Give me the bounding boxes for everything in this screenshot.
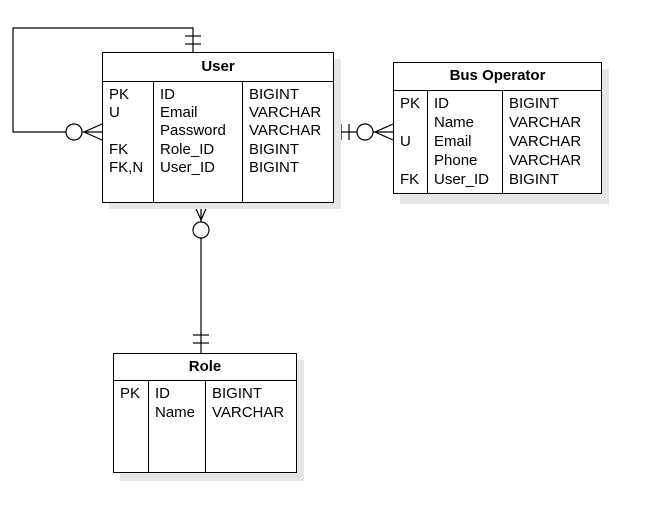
user-busop-crowfoot-bottom [374, 131, 394, 141]
user-busop-crowfoot-top [374, 123, 394, 133]
entity-role-type-column: BIGINT VARCHAR [206, 381, 296, 472]
user-key-5: FK,N [109, 159, 144, 176]
user-key-2: U [109, 104, 120, 121]
busop-type-2: VARCHAR [509, 114, 582, 131]
busop-type-4: VARCHAR [509, 152, 582, 169]
self-rel-zero-circle [65, 123, 83, 141]
busop-field-5: User_ID [434, 171, 490, 188]
user-key-1: PK [109, 86, 130, 103]
busop-type-1: BIGINT [509, 95, 560, 112]
busop-key-1: PK [400, 95, 421, 112]
entity-bus-operator-title: Bus Operator [394, 63, 601, 91]
entity-user-title: User [103, 53, 333, 82]
user-type-4: BIGINT [249, 141, 300, 158]
user-field-2: Email [160, 104, 198, 121]
entity-user-type-column: BIGINT VARCHAR VARCHAR BIGINT BIGINT [243, 82, 333, 202]
user-type-2: VARCHAR [249, 104, 322, 121]
user-field-5: User_ID [160, 159, 216, 176]
user-field-3: Password [160, 122, 226, 139]
busop-field-2: Name [434, 114, 475, 131]
entity-bus-operator-field-column: ID Name Email Phone User_ID [428, 91, 503, 193]
user-type-5: BIGINT [249, 159, 300, 176]
entity-user-key-column: PK U FK FK,N [103, 82, 154, 202]
entity-bus-operator-key-column: PK U FK [394, 91, 428, 193]
user-busop-zero-circle [356, 123, 374, 141]
self-rel-crowfoot-bottom [83, 131, 103, 141]
busop-field-1: ID [434, 95, 449, 112]
role-field-1: ID [155, 385, 170, 402]
busop-field-3: Email [434, 133, 472, 150]
entity-role-key-column: PK [114, 381, 149, 472]
user-type-1: BIGINT [249, 86, 300, 103]
entity-bus-operator-box[interactable]: Bus Operator PK U FK ID Name Email Phone… [393, 62, 602, 194]
user-field-1: ID [160, 86, 175, 103]
role-field-2: Name [155, 404, 196, 421]
entity-user-field-column: ID Email Password Role_ID User_ID [154, 82, 243, 202]
role-key-1: PK [120, 385, 141, 402]
user-key-4: FK [109, 141, 129, 158]
entity-user-box[interactable]: User PK U FK FK,N ID Email Password Role… [102, 52, 334, 203]
user-type-3: VARCHAR [249, 122, 322, 139]
busop-field-4: Phone [434, 152, 478, 169]
busop-type-3: VARCHAR [509, 133, 582, 150]
busop-key-3: U [400, 133, 411, 150]
role-type-1: BIGINT [212, 385, 263, 402]
entity-role-field-column: ID Name [149, 381, 206, 472]
self-rel-crowfoot-top [83, 123, 103, 133]
role-user-zero-circle [192, 221, 210, 239]
entity-role-title: Role [114, 354, 296, 381]
busop-type-5: BIGINT [509, 171, 560, 188]
entity-bus-operator-type-column: BIGINT VARCHAR VARCHAR VARCHAR BIGINT [503, 91, 601, 193]
role-type-2: VARCHAR [212, 404, 285, 421]
entity-role-box[interactable]: Role PK ID Name BIGINT VARCHAR [113, 353, 297, 473]
user-field-4: Role_ID [160, 141, 215, 158]
busop-key-5: FK [400, 171, 420, 188]
